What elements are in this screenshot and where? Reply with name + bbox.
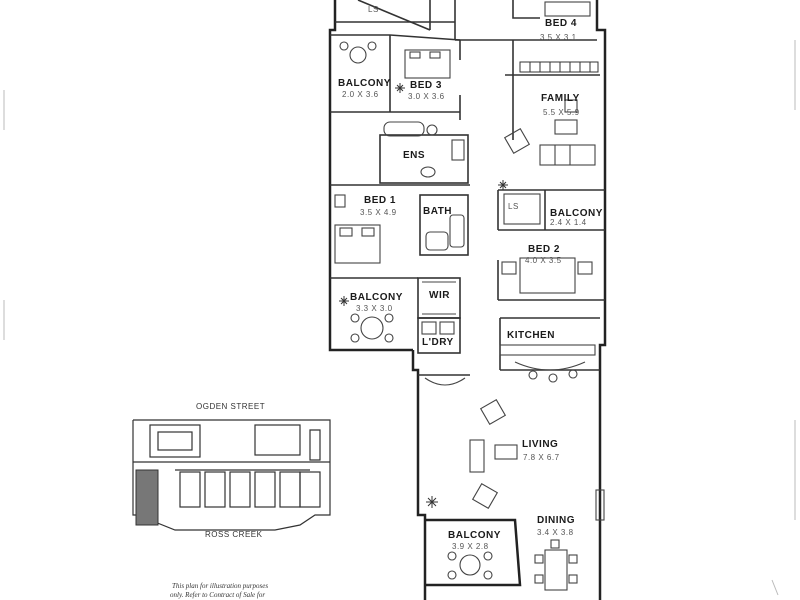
- bed1-dims: 3.5 X 4.9: [360, 208, 397, 217]
- living-dims: 7.8 X 6.7: [523, 453, 560, 462]
- bed4-label: BED 4: [545, 18, 577, 29]
- family-label: FAMILY: [541, 93, 580, 104]
- disclaimer-line-2: only. Refer to Contract of Sale for: [170, 591, 266, 599]
- bed3-dims: 3.0 X 3.6: [408, 92, 445, 101]
- site-plan-hatched-building: [135, 469, 159, 526]
- bath-label: BATH: [423, 206, 453, 217]
- bed2-label: BED 2: [528, 244, 560, 255]
- balcony-left-label: BALCONY: [338, 78, 391, 89]
- balcony-bed1-dims: 3.3 X 3.0: [356, 304, 393, 313]
- exterior-walls: [328, 0, 607, 600]
- site-plan-inset: [132, 419, 331, 531]
- interior-walls: [330, 0, 605, 376]
- ens-label: ENS: [403, 150, 426, 161]
- family-dims: 5.5 X 5.9: [543, 108, 580, 117]
- dining-label: DINING: [537, 515, 575, 526]
- stair-rail: [519, 61, 599, 73]
- balcony-mid-label: BALCONY: [550, 208, 603, 219]
- living-label: LIVING: [522, 439, 559, 450]
- balcony-bottom-label: BALCONY: [448, 530, 501, 541]
- balcony-bottom-dims: 3.9 X 2.8: [452, 542, 489, 551]
- ldry-label: L'DRY: [422, 337, 454, 348]
- dining-dims: 3.4 X 3.8: [537, 528, 574, 537]
- bed4-dims: 3.5 X 3.1: [540, 33, 577, 42]
- wir-label: WIR: [429, 290, 450, 301]
- site-plan-top-street: OGDEN STREET: [196, 402, 266, 411]
- plant-icons: [339, 83, 508, 508]
- balcony-left-dims: 2.0 X 3.6: [342, 90, 379, 99]
- ls-top-label: LS: [368, 5, 379, 14]
- bed2-dims: 4.0 X 3.5: [525, 256, 562, 265]
- bed1-label: BED 1: [364, 195, 396, 206]
- furniture: [334, 1, 605, 591]
- bed3-label: BED 3: [410, 80, 442, 91]
- scan-edge-marks: [3, 40, 796, 596]
- balcony-mid-dims: 2.4 X 1.4: [550, 218, 587, 227]
- ls-mid-label: LS: [508, 202, 519, 211]
- balcony-bed1-label: BALCONY: [350, 292, 403, 303]
- disclaimer-line-1: This plan for illustration purposes: [172, 582, 269, 590]
- kitchen-label: KITCHEN: [507, 330, 555, 341]
- site-plan-bottom-street: ROSS CREEK: [205, 530, 263, 539]
